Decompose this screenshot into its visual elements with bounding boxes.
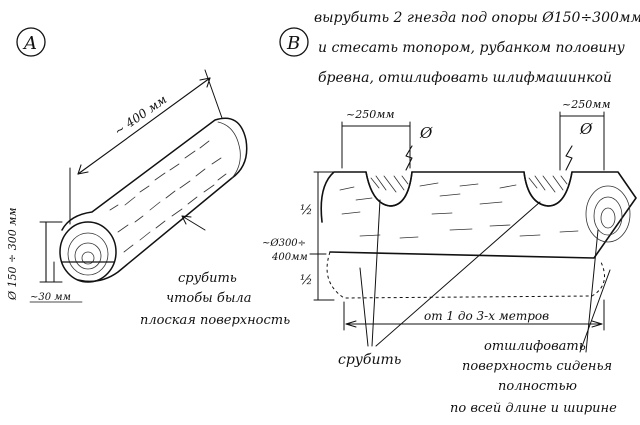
panel-b-length-label: от 1 до 3-х метров <box>424 309 549 323</box>
log-b-end-ring <box>593 196 623 236</box>
lightning-arrow-left <box>405 145 413 171</box>
log-b-end-ring <box>585 185 631 243</box>
leader-polish-2 <box>585 229 599 353</box>
log-a-outline <box>61 117 248 283</box>
panel-a-label-circle <box>16 27 46 57</box>
phi-left: Ø <box>419 124 433 142</box>
socket-right-width: ~250мм <box>562 98 610 111</box>
polish-line4: по всей длине и ширине <box>450 401 617 416</box>
log-a-ring <box>74 242 102 270</box>
half-top: ½ <box>300 203 313 218</box>
log-a-far-end <box>217 121 241 179</box>
log-a-ring <box>67 232 109 276</box>
panel-a-length-label: ~ 400 мм <box>112 92 170 138</box>
leader-a-arrow <box>181 215 192 225</box>
panel-b-title-line2: и стесать топором, рубанком половину <box>318 40 626 56</box>
polish-line2: поверхность сиденья <box>462 359 612 374</box>
panel-a-note-line1: срубить <box>178 271 237 286</box>
polish-line1: отшлифовать <box>484 339 586 354</box>
panel-b: B вырубить 2 гнезда под опоры Ø150÷300мм… <box>262 10 640 416</box>
leader-a-note <box>181 215 206 231</box>
panel-a: A ~ 400 мм Ø 150 ÷ 300 мм ~30 мм <box>6 27 290 328</box>
socket-right-cavity <box>523 171 573 207</box>
panel-b-title-line3: бревна, отшлифовать шлифмашинкой <box>318 70 612 86</box>
leader-polish <box>579 269 611 353</box>
panel-a-diameter-label: Ø 150 ÷ 300 мм <box>6 208 19 301</box>
panel-b-label-circle <box>279 27 309 57</box>
log-a-ring <box>81 251 95 265</box>
log-a-end-face <box>59 221 117 283</box>
log-b-end-ring <box>600 207 616 229</box>
panel-a-label: A <box>22 33 37 54</box>
socket-left-width: ~250мм <box>346 108 394 121</box>
phi-right: Ø <box>579 120 593 138</box>
leader-cut-left <box>371 199 381 347</box>
log-diameter-line1: ~Ø300÷ <box>262 238 306 249</box>
panel-a-cut-depth: ~30 мм <box>30 292 71 303</box>
log-diameter-line2: 400мм <box>271 252 308 263</box>
half-log-outline <box>320 171 637 259</box>
panel-b-cut-label: срубить <box>338 352 401 368</box>
dim-a-len-ext-right <box>204 69 223 119</box>
log-b-bark <box>339 182 579 239</box>
panel-b-label: B <box>286 33 300 54</box>
panel-b-title-line1: вырубить 2 гнезда под опоры Ø150÷300мм <box>314 10 640 26</box>
panel-a-note-line2: чтобы была <box>166 291 251 306</box>
leader-cut-body <box>359 267 369 347</box>
lightning-arrow-right <box>565 145 573 171</box>
dim-a-length-line <box>77 77 211 175</box>
socket-left-cavity <box>365 171 413 207</box>
dim-a-length-arrows <box>77 77 211 175</box>
removed-half-outline <box>326 251 605 299</box>
panel-a-note-line3: плоская поверхность <box>140 313 290 328</box>
dim-b-length-arrows <box>345 320 603 328</box>
half-bottom: ½ <box>300 273 313 288</box>
leader-cut-right <box>375 201 541 347</box>
socket-left-hatching <box>370 175 409 193</box>
polish-line3: полностью <box>498 379 577 394</box>
log-a-bark <box>109 140 227 253</box>
socket-right-hatching <box>528 175 568 193</box>
